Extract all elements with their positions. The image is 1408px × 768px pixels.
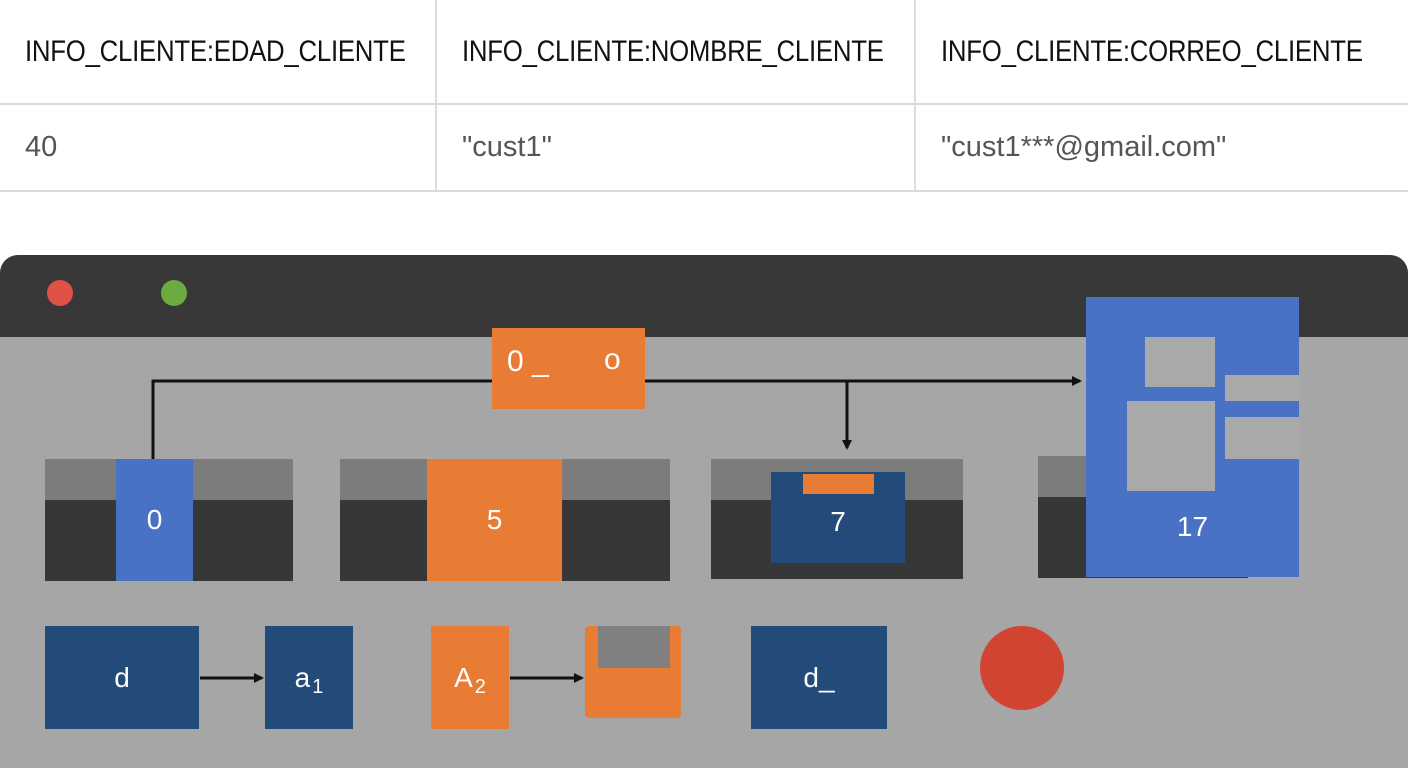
bottom-node-label: A (454, 661, 473, 693)
bottom-node-label: a (294, 661, 311, 693)
inner-panel (1225, 375, 1299, 401)
bottom-node-label: d (114, 661, 130, 693)
connector-arrow (151, 379, 492, 459)
slot-block-7[interactable]: 7 (771, 472, 905, 563)
bottom-node-subscript: 2 (474, 676, 486, 698)
bottom-node-subscript: 1 (312, 676, 324, 698)
slot-block-0[interactable]: 0 (116, 459, 193, 581)
table-cell: "cust1***@gmail.com" (914, 104, 1408, 192)
maximize-dot-icon[interactable] (161, 280, 187, 306)
table-cell: "cust1" (435, 104, 915, 192)
slot-tag (803, 474, 874, 494)
table-row[interactable]: 40 "cust1" "cust1***@gmail.com" (0, 104, 1408, 192)
column-header[interactable]: INFO_CLIENTE:NOMBRE_CLIENTE (435, 0, 915, 105)
top-node[interactable]: 0 _ o (492, 328, 645, 409)
table-cell: 40 (0, 104, 436, 192)
top-node-label: 0 _ (507, 345, 549, 378)
inner-panel (1127, 401, 1215, 491)
window-titlebar (0, 255, 1408, 337)
slot-label: 5 (486, 504, 503, 535)
close-dot-icon[interactable] (47, 280, 73, 306)
inner-panel (598, 626, 670, 668)
column-header[interactable]: INFO_CLIENTE:CORREO_CLIENTE (914, 0, 1408, 105)
record-circle-icon[interactable] (980, 626, 1064, 710)
data-table: INFO_CLIENTE:EDAD_CLIENTE INFO_CLIENTE:N… (0, 0, 1408, 192)
bottom-node[interactable]: d_ (751, 626, 887, 729)
bottom-node[interactable]: d (45, 626, 199, 729)
column-header[interactable]: INFO_CLIENTE:EDAD_CLIENTE (0, 0, 436, 105)
slot-label: 0 (146, 504, 163, 535)
slot-block-5[interactable]: 5 (427, 459, 562, 581)
slot-label: 17 (1176, 511, 1209, 542)
inner-panel (1225, 417, 1299, 459)
top-node-label: o (604, 343, 621, 376)
inner-panel (1145, 337, 1215, 387)
table-header-row: INFO_CLIENTE:EDAD_CLIENTE INFO_CLIENTE:N… (0, 0, 1408, 105)
slot-label: 7 (830, 505, 846, 537)
bottom-node-label: d_ (803, 661, 835, 693)
